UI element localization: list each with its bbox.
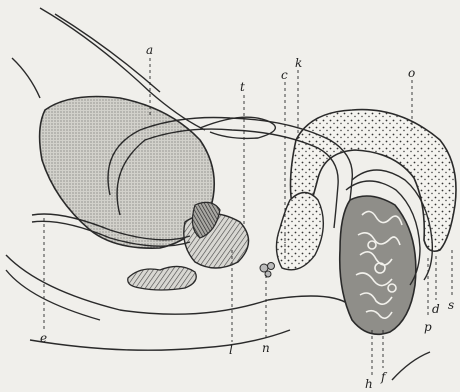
label-s: s: [448, 298, 454, 312]
label-f: f: [380, 370, 388, 384]
label-e: e: [40, 331, 47, 345]
corpus-lower-stippled: [276, 193, 323, 270]
small-gland-n: [260, 263, 275, 278]
loop-over-bladder: [200, 117, 275, 138]
label-k: k: [295, 56, 302, 70]
label-a: a: [146, 43, 153, 57]
label-h: h: [365, 377, 373, 391]
label-l: l: [229, 343, 233, 357]
label-c: c: [281, 68, 288, 82]
bulbous-gland: [128, 266, 197, 290]
label-t: t: [240, 80, 245, 94]
label-d: d: [432, 302, 440, 316]
label-p: p: [424, 320, 432, 334]
label-n: n: [262, 341, 270, 355]
label-o: o: [408, 66, 415, 80]
